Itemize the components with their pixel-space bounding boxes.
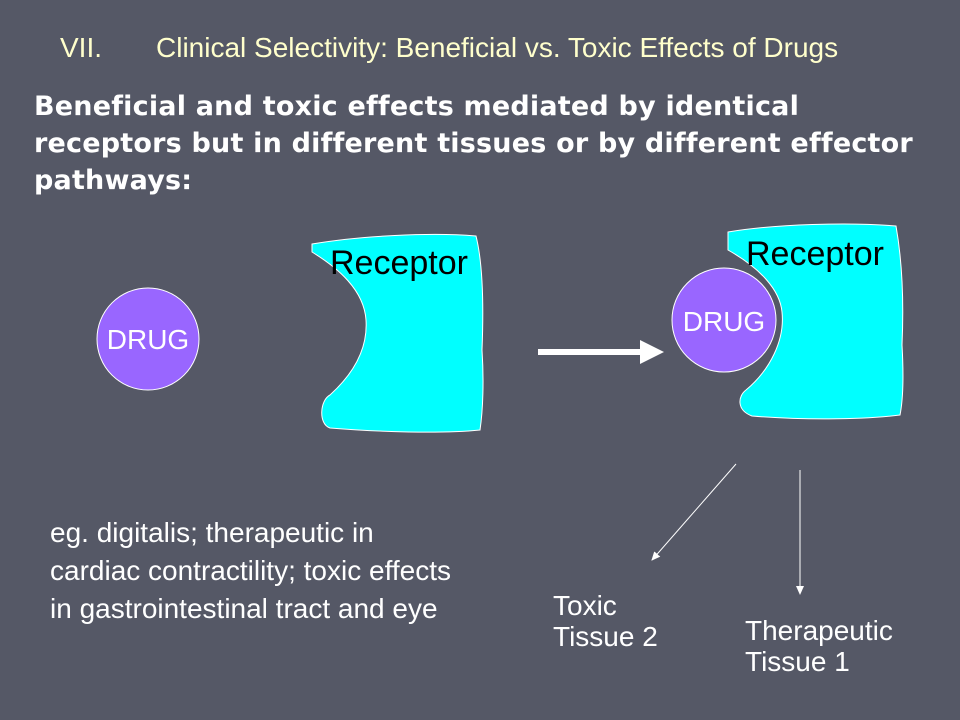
receptor-shape-unbound — [311, 233, 484, 433]
slide-title-text: Clinical Selectivity: Beneficial vs. Tox… — [156, 32, 839, 63]
drug-label-bound: DRUG — [683, 306, 765, 337]
receptor-label-unbound: Receptor — [330, 244, 468, 282]
toxic-effect-arrow — [651, 463, 737, 561]
reaction-arrow-head — [640, 340, 664, 364]
slide-subtitle: Beneficial and toxic effects mediated by… — [34, 91, 913, 196]
receptor-shape-bound — [727, 223, 904, 420]
drug-label-unbound: DRUG — [107, 324, 189, 355]
toxic-label-line1: Toxic — [553, 590, 617, 621]
receptor-label-bound: Receptor — [746, 235, 884, 273]
example-text: eg. digitalis; therapeutic in cardiac co… — [50, 517, 451, 624]
therapeutic-label-line1: Therapeutic — [745, 615, 893, 646]
drug-circle-unbound — [96, 287, 200, 391]
therapeutic-tissue-label: Therapeutic Tissue 1 — [745, 615, 893, 677]
slide-title: VII. Clinical Selectivity: Beneficial vs.… — [60, 32, 950, 64]
drug-circle-bound — [671, 267, 777, 373]
therapeutic-label-line2: Tissue 1 — [745, 646, 850, 677]
toxic-tissue-label: Toxic Tissue 2 — [553, 590, 658, 652]
toxic-label-line2: Tissue 2 — [553, 621, 658, 652]
slide-number: VII. — [60, 32, 103, 63]
